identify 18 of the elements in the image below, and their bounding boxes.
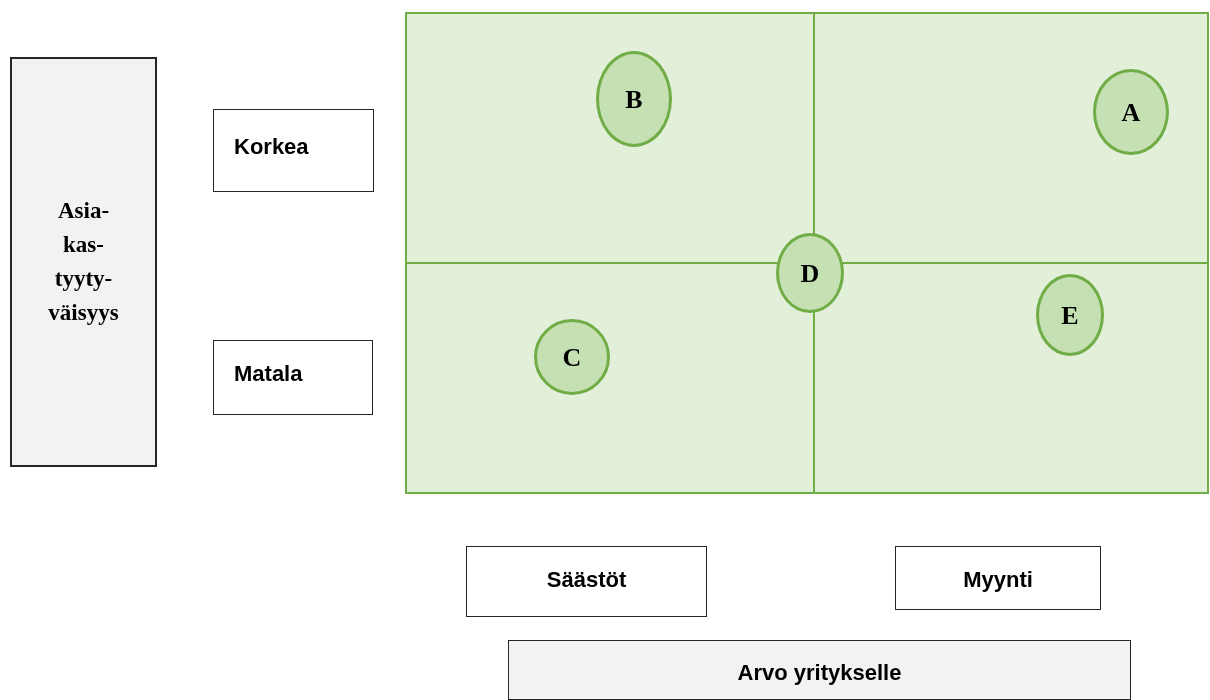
node-text: D <box>800 257 820 290</box>
node-text: B <box>625 83 643 116</box>
axis-title-box <box>508 640 1131 700</box>
label-box <box>895 546 1101 610</box>
node-text: Korkea <box>234 133 309 161</box>
quadrant-grid <box>405 12 1209 494</box>
node-text: C <box>562 341 582 374</box>
axis-title-box <box>10 57 157 467</box>
node-text: A <box>1121 96 1141 129</box>
label-box <box>213 340 373 415</box>
label-box <box>213 109 374 192</box>
node-text: Matala <box>234 360 303 388</box>
label-box <box>466 546 707 617</box>
node-text: Säästöt <box>546 566 627 594</box>
node-text: Arvo yritykselle <box>737 658 902 687</box>
node-text: Asia- kas- tyyty- väisyys <box>48 197 119 327</box>
node-text: Myynti <box>963 566 1033 594</box>
node-text: E <box>1061 299 1079 332</box>
